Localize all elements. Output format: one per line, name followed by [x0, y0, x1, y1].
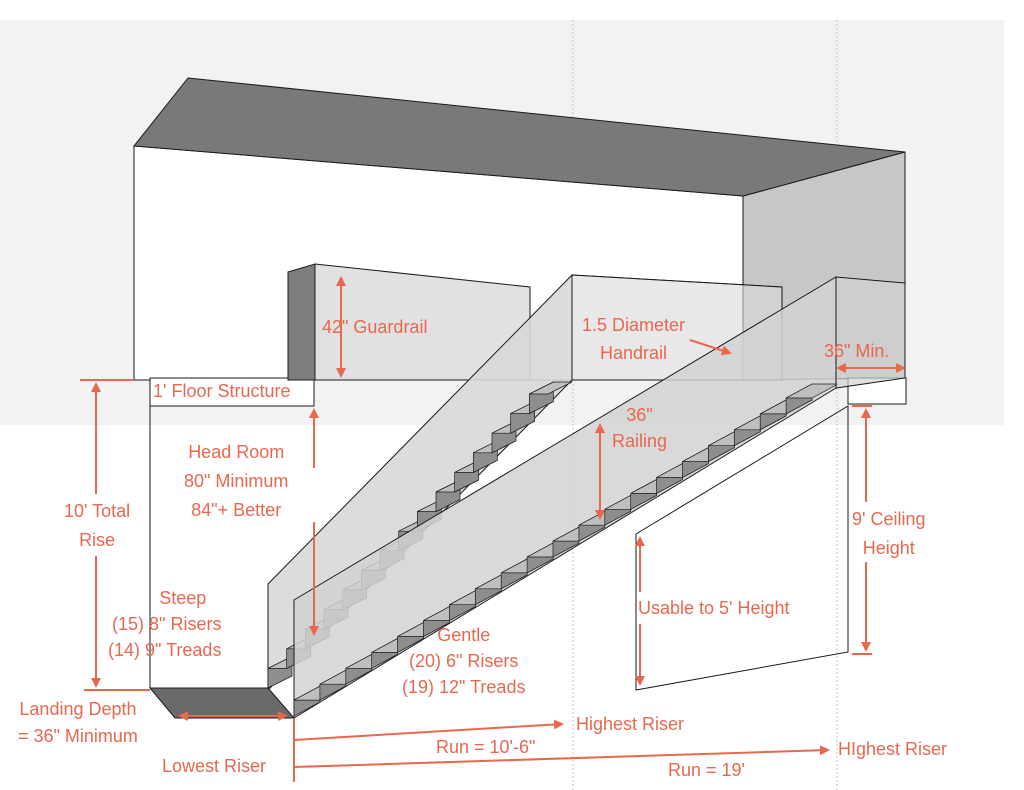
gentle-label-line1: Gentle [437, 625, 491, 645]
gentle-label-line2: (20) 6" Risers [409, 651, 519, 671]
total-rise-line1: 10' Total [64, 501, 131, 521]
run-gentle-arrow [293, 745, 830, 768]
lowest-riser-label: Lowest Riser [162, 756, 267, 776]
ceiling [133, 77, 906, 197]
gentle-steps [293, 383, 839, 717]
handrail-label-line1: 1.5 Diameter [582, 315, 686, 335]
gentle-end-panel [835, 276, 906, 389]
ceiling-height-label: 9' Ceiling Height [852, 505, 925, 563]
railing-label: 36" Railing [612, 402, 667, 454]
gentle-label-line3: (19) 12" Treads [402, 677, 526, 697]
annotation-lines [80, 276, 906, 782]
handrail-leader [689, 339, 732, 356]
min-width-label: 36" Min. [824, 341, 890, 361]
gentle-stair [293, 276, 906, 719]
head-room-label: Head Room 80" Minimum 84"+ Better [184, 438, 288, 525]
head-room-line1: Head Room [188, 442, 285, 462]
gentle-label: Gentle (20) 6" Risers (19) 12" Treads [402, 622, 525, 700]
steep-label-line1: Steep [159, 588, 207, 608]
ceiling-height-line1: 9' Ceiling [852, 509, 926, 529]
landing [148, 687, 296, 719]
head-room-line2: 80" Minimum [184, 471, 289, 491]
run-steep-label: Run = 10'-6" [436, 737, 536, 757]
steep-label-line3: (14) 9" Treads [108, 640, 222, 660]
ceiling-height-line2: Height [862, 538, 915, 558]
railing-label-line2: Railing [612, 431, 668, 451]
run-gentle-label: Run = 19' [668, 760, 745, 780]
head-room-line3: 84"+ Better [191, 500, 282, 520]
handrail-label-line2: Handrail [600, 343, 668, 363]
handrail-label: 1.5 Diameter Handrail [582, 311, 685, 367]
landing-depth-label: Landing Depth = 36" Minimum [18, 696, 138, 750]
railing-label-line1: 36" [626, 405, 653, 425]
highest-riser-gentle-label: HIghest Riser [838, 739, 948, 759]
total-rise-line2: Rise [79, 530, 116, 550]
under-stair-wall [635, 405, 849, 691]
floor-structure [149, 377, 315, 407]
guardrail-end-panel [287, 263, 316, 381]
usable-height-label: Usable to 5' Height [638, 598, 790, 618]
steep-label: Steep (15) 8" Risers (14) 9" Treads [108, 585, 221, 663]
total-rise-label: 10' Total Rise [64, 497, 130, 555]
run-steep-arrow [293, 719, 564, 741]
landing-depth-line1: Landing Depth [19, 699, 137, 719]
guardrail-label: 42" Guardrail [322, 317, 428, 337]
highest-riser-steep-label: Highest Riser [576, 714, 685, 734]
steep-label-line2: (15) 8" Risers [112, 614, 222, 634]
steep-tread [529, 381, 573, 395]
landing-depth-line2: = 36" Minimum [18, 726, 138, 746]
floor-structure-label: 1' Floor Structure [153, 381, 291, 401]
